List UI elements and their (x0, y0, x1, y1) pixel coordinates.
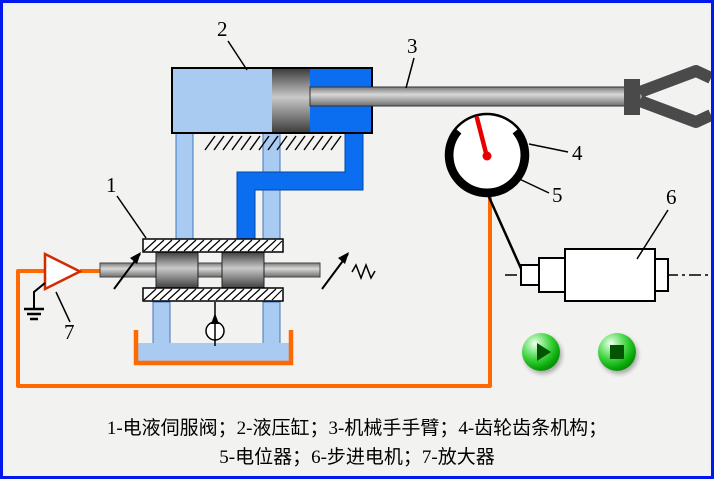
valve-arrow-right-head (338, 252, 349, 264)
feedback-wire-path (16, 197, 492, 388)
pipe-return-right (262, 301, 281, 347)
motor-body (564, 248, 656, 302)
pump-arrow-head (211, 313, 219, 324)
pump (205, 302, 225, 346)
gripper-jaw-bottom (637, 95, 711, 128)
leader-1 (116, 195, 147, 239)
amplifier (24, 251, 83, 321)
label-cylinder: 2 (217, 17, 228, 41)
leader-5 (512, 175, 550, 194)
stepper-motor (487, 196, 708, 302)
leader-3 (405, 57, 415, 89)
label-amplifier: 7 (64, 320, 75, 344)
pipe-pressure (236, 131, 364, 241)
stop-button[interactable] (598, 333, 636, 371)
manipulator-arm (309, 65, 711, 128)
play-icon (536, 343, 551, 361)
hydraulic-pipes (152, 131, 364, 347)
motor-end-cap (654, 258, 669, 292)
support-hatching (204, 135, 342, 151)
ground-symbol (24, 307, 44, 321)
valve-spool-rod (99, 262, 321, 278)
motor-front-flange (538, 257, 566, 293)
piston (272, 69, 310, 132)
tank-fluid (138, 343, 289, 361)
amplifier-triangle (43, 251, 83, 292)
cylinder-left-chamber (173, 69, 272, 132)
leader-lines (55, 40, 669, 323)
oil-tank (133, 330, 294, 366)
schematic-svg: 1 2 3 4 5 6 7 (16, 17, 711, 388)
servo-valve (99, 238, 376, 302)
potentiometer-needle (474, 115, 490, 160)
pipe-return-left (152, 301, 171, 347)
ground-stem (33, 282, 46, 309)
leader-4 (528, 143, 569, 153)
part-number-labels: 1 2 3 4 5 6 7 (64, 17, 677, 344)
gear-rack-dial (444, 112, 530, 198)
gripper-hub (624, 79, 640, 115)
pipe-left (175, 131, 194, 241)
leader-6 (636, 209, 669, 260)
stop-icon (610, 345, 624, 359)
valve-spool-land-right (221, 251, 265, 289)
gear-arc (446, 128, 528, 196)
play-button[interactable] (522, 333, 560, 371)
valve-bottom-hatching (143, 288, 283, 301)
motor-shaft-coupling (520, 264, 540, 286)
leader-7 (55, 291, 71, 323)
tank-outline (133, 330, 294, 366)
piston-rod (309, 86, 641, 107)
label-stepper-motor: 6 (666, 185, 677, 209)
label-potentiometer: 5 (552, 183, 563, 207)
valve-spool-land-left (155, 251, 199, 289)
caption-line-2: 5-电位器；6-步进电机；7-放大器 (219, 447, 495, 468)
motor-link (487, 196, 525, 274)
label-gear-rack: 4 (572, 141, 583, 165)
valve-spring (351, 262, 376, 281)
leader-2 (227, 40, 248, 71)
valve-arrow-left-head (130, 252, 141, 264)
caption: 1-电液伺服阀；2-液压缸；3-机械手手臂；4-齿轮齿条机构； 5-电位器；6-… (3, 414, 711, 472)
label-servo-valve: 1 (106, 173, 117, 197)
needle-pivot (482, 151, 492, 161)
label-arm: 3 (407, 34, 418, 58)
gripper-jaw-top (637, 65, 711, 98)
valve-top-hatching (143, 239, 283, 252)
caption-line-1: 1-电液伺服阀；2-液压缸；3-机械手手臂；4-齿轮齿条机构； (106, 418, 608, 439)
